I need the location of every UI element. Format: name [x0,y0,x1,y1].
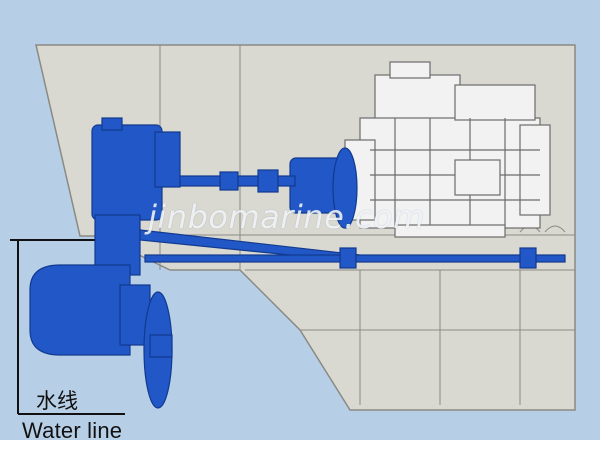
bottom-margin [0,440,600,450]
gearbox-cap [101,117,123,131]
watermark-text: jinbomarine.com [148,198,425,236]
thruster-system [29,117,566,409]
engine-flywheel [332,147,358,229]
thruster-pod [29,264,131,356]
waterline-marker [10,239,125,415]
diesel-engine [344,61,551,238]
rod-clamp-2 [519,247,537,269]
waterline-label-cn: 水线 [36,389,78,413]
shaft-joint-2 [257,169,279,193]
rod-clamp-1 [339,247,357,269]
gearbox-side [154,131,181,188]
propeller-hub [149,334,173,358]
waterline-label-en: Water line [22,418,123,443]
shaft-joint-1 [219,171,239,191]
